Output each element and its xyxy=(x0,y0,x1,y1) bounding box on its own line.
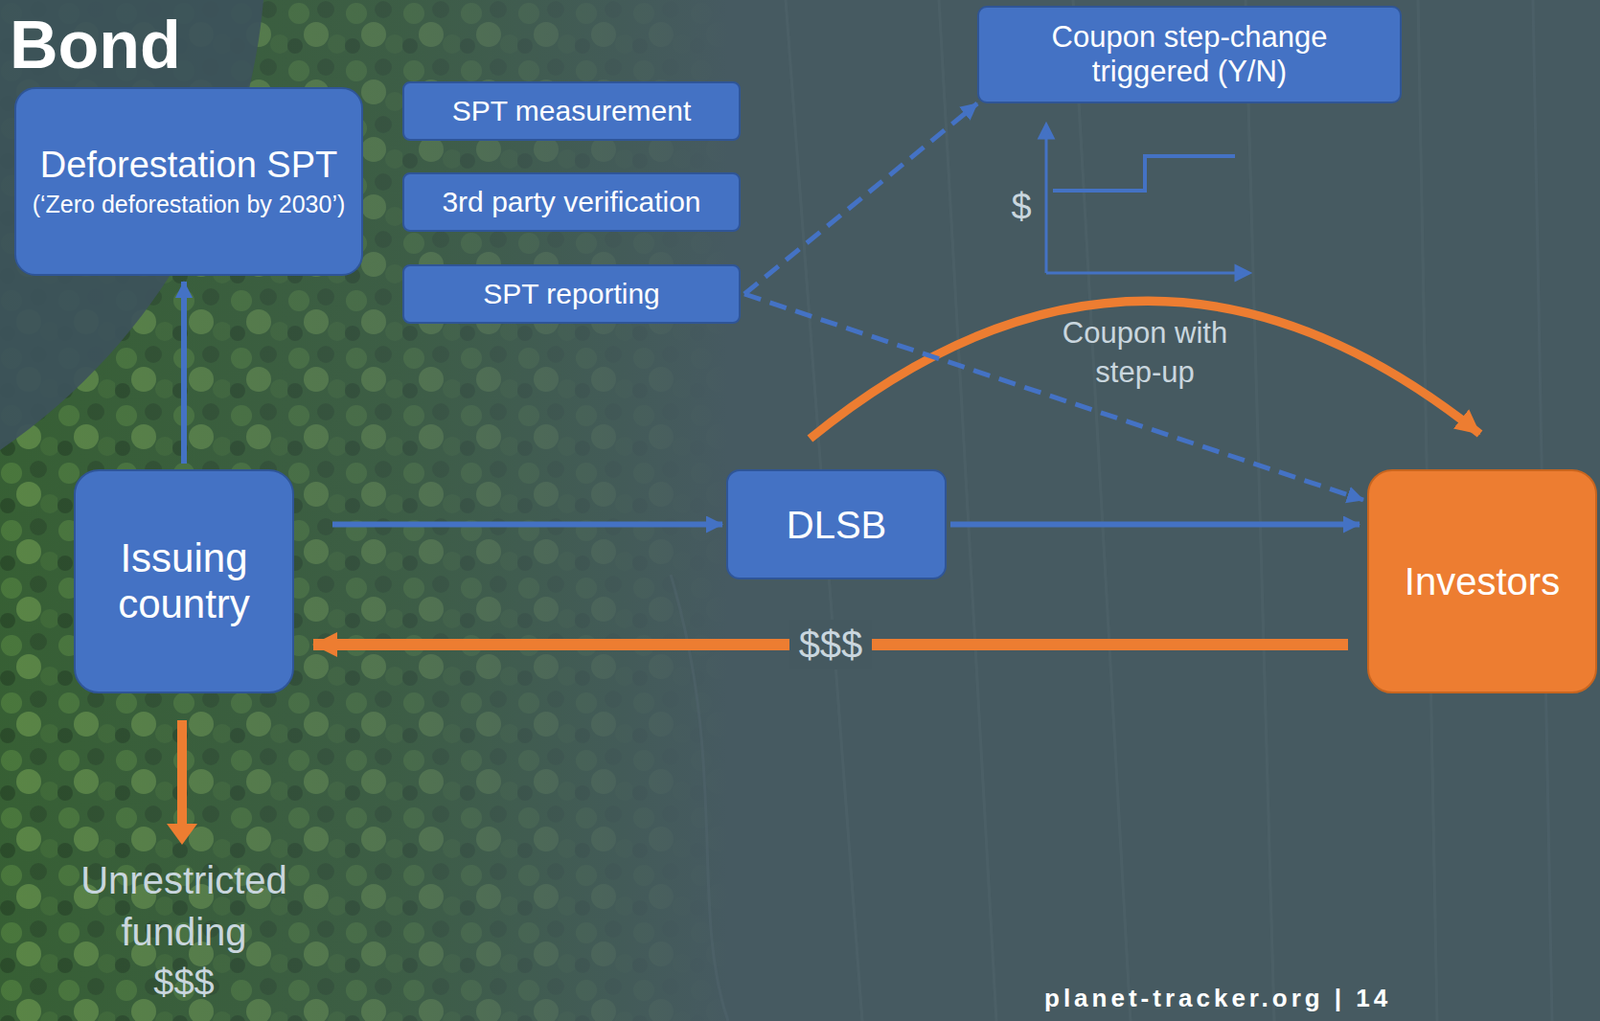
node-title: SPT reporting xyxy=(482,277,661,312)
issuer-box: Issuing country xyxy=(73,469,295,694)
arrow-connector xyxy=(332,522,723,528)
node-content: Issuing country xyxy=(75,529,293,635)
trigger-box: Coupon step-change triggered (Y/N) xyxy=(977,5,1402,104)
node-content: 3rd party verification xyxy=(430,180,712,226)
process-box: SPT measurement xyxy=(402,81,741,142)
node-content: Deforestation SPT (‘Zero deforestation by… xyxy=(21,138,358,224)
dashed-connector xyxy=(744,103,978,295)
note-text: Unrestricted funding xyxy=(30,854,338,959)
node-content: SPT reporting xyxy=(471,272,672,318)
node-title: 3rd party verification xyxy=(441,185,701,220)
node-title: DLSB xyxy=(786,502,888,548)
investor-box: Investors xyxy=(1367,469,1598,694)
axis-label: $ xyxy=(1002,183,1041,231)
edge-label: $$$ xyxy=(789,619,873,670)
note-amount: $$$ xyxy=(88,960,280,1007)
arrow-connector xyxy=(181,281,187,464)
node-content: SPT measurement xyxy=(440,89,704,135)
node-content: Coupon step-change triggered (Y/N) xyxy=(979,14,1400,94)
page-title: Bond xyxy=(9,1,202,90)
node-content: Investors xyxy=(1393,553,1572,610)
process-box: 3rd party verification xyxy=(402,172,741,233)
node-title: Deforestation SPT xyxy=(32,144,346,187)
node-content: DLSB xyxy=(775,497,899,553)
node-title: Coupon step-change triggered (Y/N) xyxy=(990,20,1389,89)
coupon-arc-arrow xyxy=(809,300,1480,439)
footer-source: planet-tracker.org | 14 xyxy=(1044,982,1581,1016)
process-box: SPT reporting xyxy=(402,264,741,325)
node-subtitle: (‘Zero deforestation by 2030’) xyxy=(32,190,346,219)
node-title: SPT measurement xyxy=(452,94,692,129)
target-box: Deforestation SPT (‘Zero deforestation by… xyxy=(14,87,364,276)
edge-label: Coupon with step-up xyxy=(1039,314,1251,392)
arrow-connector xyxy=(950,522,1360,528)
node-title: Issuing country xyxy=(87,535,281,629)
node-title: Investors xyxy=(1404,559,1560,604)
bond-box: DLSB xyxy=(726,469,947,580)
